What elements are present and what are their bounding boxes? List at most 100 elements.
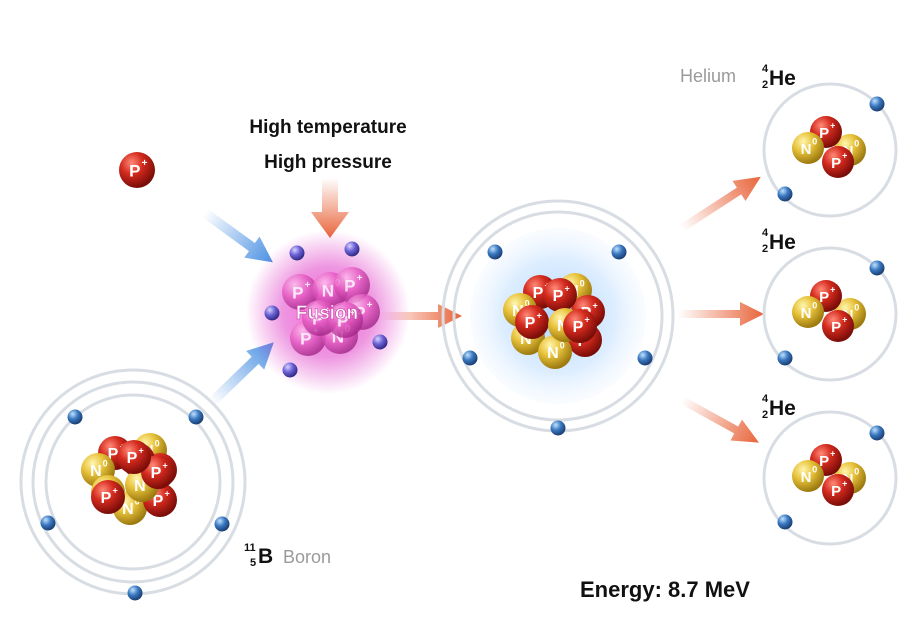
electron-icon bbox=[550, 420, 566, 436]
energy-label: Energy: 8.7 MeV bbox=[580, 577, 750, 602]
proton-icon: P+ bbox=[822, 310, 854, 342]
electron-icon bbox=[869, 96, 885, 112]
svg-text:P: P bbox=[108, 446, 119, 463]
proton-icon: P+ bbox=[563, 309, 597, 343]
svg-text:+: + bbox=[305, 280, 311, 291]
electrons bbox=[40, 96, 885, 601]
svg-text:P: P bbox=[533, 285, 544, 302]
svg-text:P: P bbox=[292, 283, 303, 302]
electron-icon bbox=[344, 241, 360, 257]
helium-atomic-number: 2 bbox=[762, 79, 768, 91]
svg-text:+: + bbox=[163, 460, 168, 470]
proton-icon: P+ bbox=[334, 267, 370, 303]
boron-notation: 11 5 B Boron bbox=[244, 542, 331, 569]
arrow-boron-to-fusion-icon bbox=[208, 342, 274, 406]
product-nucleus: N0P+N0P+N0P+P+N0P+N0P+ bbox=[503, 273, 605, 369]
helium-mass-number: 4 bbox=[762, 227, 769, 239]
helium-notation-bottom: 4 2 He bbox=[762, 393, 796, 421]
electron-icon bbox=[264, 305, 280, 321]
svg-text:N: N bbox=[801, 141, 812, 158]
svg-text:P: P bbox=[101, 490, 112, 507]
svg-text:0: 0 bbox=[525, 298, 530, 308]
svg-text:P: P bbox=[129, 161, 140, 180]
electron-icon bbox=[777, 186, 793, 202]
svg-text:0: 0 bbox=[812, 464, 817, 474]
svg-text:0: 0 bbox=[812, 300, 817, 310]
svg-text:P: P bbox=[831, 483, 841, 500]
helium-orbits bbox=[762, 82, 898, 546]
svg-text:+: + bbox=[165, 488, 170, 498]
svg-text:P: P bbox=[819, 289, 829, 306]
svg-text:P: P bbox=[127, 450, 138, 467]
svg-text:P: P bbox=[819, 125, 829, 142]
electron-icon bbox=[869, 425, 885, 441]
helium-nuclei: N0P+N0P+N0P+N0P+N0P+N0P+ bbox=[792, 116, 866, 506]
svg-text:N: N bbox=[90, 463, 102, 480]
svg-text:P: P bbox=[831, 319, 841, 336]
svg-text:0: 0 bbox=[580, 278, 585, 288]
proton-icon: P+ bbox=[822, 146, 854, 178]
proton-icon: P+ bbox=[327, 302, 363, 338]
svg-text:+: + bbox=[842, 314, 847, 324]
svg-text:+: + bbox=[830, 120, 835, 130]
svg-text:+: + bbox=[142, 158, 148, 169]
proton-icon: P+ bbox=[117, 440, 151, 474]
electron-icon bbox=[777, 514, 793, 530]
electron-icon bbox=[282, 362, 298, 378]
electron-icon bbox=[611, 244, 627, 260]
arrow-to-helium-top-icon bbox=[679, 176, 761, 232]
svg-text:+: + bbox=[830, 284, 835, 294]
svg-text:P: P bbox=[337, 311, 348, 330]
svg-text:P: P bbox=[151, 465, 162, 482]
svg-text:P: P bbox=[300, 329, 311, 348]
svg-text:0: 0 bbox=[560, 340, 565, 350]
svg-text:N: N bbox=[322, 281, 334, 300]
condition-high-temperature: High temperature bbox=[249, 117, 406, 138]
svg-text:N: N bbox=[520, 331, 532, 348]
electron-icon bbox=[127, 585, 143, 601]
svg-text:+: + bbox=[842, 150, 847, 160]
free-particles: P+ bbox=[119, 152, 155, 188]
helium-atomic-number: 2 bbox=[762, 243, 768, 255]
electron-icon bbox=[214, 516, 230, 532]
svg-text:P: P bbox=[573, 319, 584, 336]
proton-icon: P+ bbox=[91, 480, 125, 514]
helium-atomic-number: 2 bbox=[762, 409, 768, 421]
svg-text:N: N bbox=[801, 305, 812, 322]
svg-text:P: P bbox=[312, 309, 323, 328]
svg-text:0: 0 bbox=[854, 302, 859, 312]
svg-text:P: P bbox=[819, 453, 829, 470]
fusion-cluster: P+N0P+P+N0P+P+P+ bbox=[282, 267, 380, 356]
svg-text:P: P bbox=[553, 288, 564, 305]
helium-mass-number: 4 bbox=[762, 393, 769, 405]
electron-icon bbox=[777, 350, 793, 366]
svg-text:P: P bbox=[344, 276, 355, 295]
arrow-to-helium-middle-icon bbox=[678, 302, 764, 326]
electron-icon bbox=[637, 350, 653, 366]
arrow-fusion-to-nucleus-icon bbox=[380, 304, 462, 328]
helium-symbol: He bbox=[769, 397, 796, 420]
helium-symbol: He bbox=[769, 231, 796, 254]
electron-icon bbox=[487, 244, 503, 260]
svg-text:+: + bbox=[357, 273, 363, 284]
boron-mass-number: 11 bbox=[244, 542, 256, 554]
proton-icon: P+ bbox=[282, 274, 318, 310]
electron-icon bbox=[372, 334, 388, 350]
svg-text:+: + bbox=[367, 300, 373, 311]
svg-text:+: + bbox=[842, 478, 847, 488]
svg-text:+: + bbox=[325, 306, 331, 317]
helium-symbol: He bbox=[769, 67, 796, 90]
boron-name: Boron bbox=[283, 547, 331, 567]
helium-notation-top: 4 2 He bbox=[762, 63, 796, 91]
boron-atomic-number: 5 bbox=[250, 557, 256, 569]
electron-icon bbox=[67, 409, 83, 425]
svg-text:+: + bbox=[565, 283, 570, 293]
svg-text:P: P bbox=[831, 155, 841, 172]
proton-icon: P+ bbox=[543, 278, 577, 312]
svg-text:0: 0 bbox=[155, 438, 160, 448]
svg-text:N: N bbox=[801, 469, 812, 486]
arrow-to-helium-bottom-icon bbox=[680, 396, 759, 443]
